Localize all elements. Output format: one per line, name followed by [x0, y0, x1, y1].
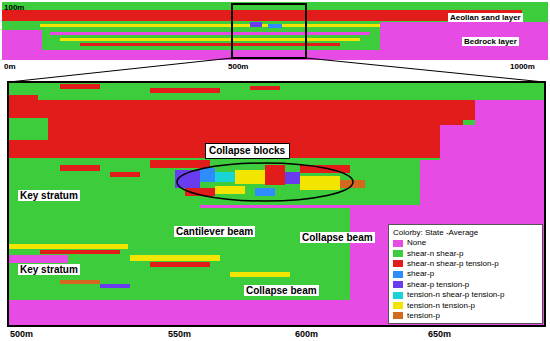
structure-label: Collapse beam [244, 285, 319, 296]
legend-text: None [407, 238, 426, 248]
legend-entry: tension-p [393, 311, 538, 321]
axis-label: 0m [4, 62, 16, 71]
structure-label: Collapse beam [300, 232, 375, 243]
legend-swatch [393, 302, 403, 309]
layer-label: Bedrock layer [462, 37, 519, 46]
legend-entry: shear-n shear-p [393, 248, 538, 258]
axis-label: 600m [295, 329, 318, 339]
axis-label: 650m [428, 329, 451, 339]
legend-text: tension-n shear-p tension-p [407, 290, 504, 300]
callout-text: Collapse blocks [209, 145, 286, 157]
legend-text: shear-n shear-p [407, 249, 463, 259]
scale-label: 100m [4, 3, 24, 12]
legend-text: tension-p [407, 311, 440, 321]
legend-text: shear-n shear-p tension-p [407, 259, 499, 269]
legend-swatch [393, 250, 403, 257]
structure-label: Cantilever beam [174, 226, 255, 237]
legend-swatch [393, 312, 403, 319]
legend-entry: shear-n shear-p tension-p [393, 259, 538, 269]
axis-label: 550m [168, 329, 191, 339]
axis-label: 500m [228, 62, 248, 71]
legend-swatch [393, 271, 403, 278]
callout-box: Collapse blocks [205, 143, 290, 159]
axis-label: 1000m [510, 62, 535, 71]
legend-entry: tension-n tension-p [393, 300, 538, 310]
legend-entry: tension-n shear-p tension-p [393, 290, 538, 300]
legend-swatch [393, 240, 403, 247]
legend-entry: None [393, 238, 538, 248]
legend-entry: shear-p tension-p [393, 280, 538, 290]
legend-title: Colorby: State -Average [393, 227, 538, 238]
legend-text: tension-n tension-p [407, 301, 475, 311]
legend-box: Colorby: State -AverageNoneshear-n shear… [388, 224, 543, 324]
structure-label: Key stratum [18, 264, 80, 275]
legend-swatch [393, 292, 403, 299]
structure-label: Key stratum [18, 190, 80, 201]
legend-swatch [393, 281, 403, 288]
legend-text: shear-p tension-p [407, 280, 469, 290]
legend-text: shear-p [407, 269, 434, 279]
layer-label: Aeolian sand layer [448, 13, 523, 22]
zoom-model [8, 82, 545, 326]
zoom-leader-lines [9, 58, 544, 82]
axis-label: 500m [10, 329, 33, 339]
legend-entry: shear-p [393, 269, 538, 279]
overview-model [2, 2, 548, 60]
legend-swatch [393, 260, 403, 267]
